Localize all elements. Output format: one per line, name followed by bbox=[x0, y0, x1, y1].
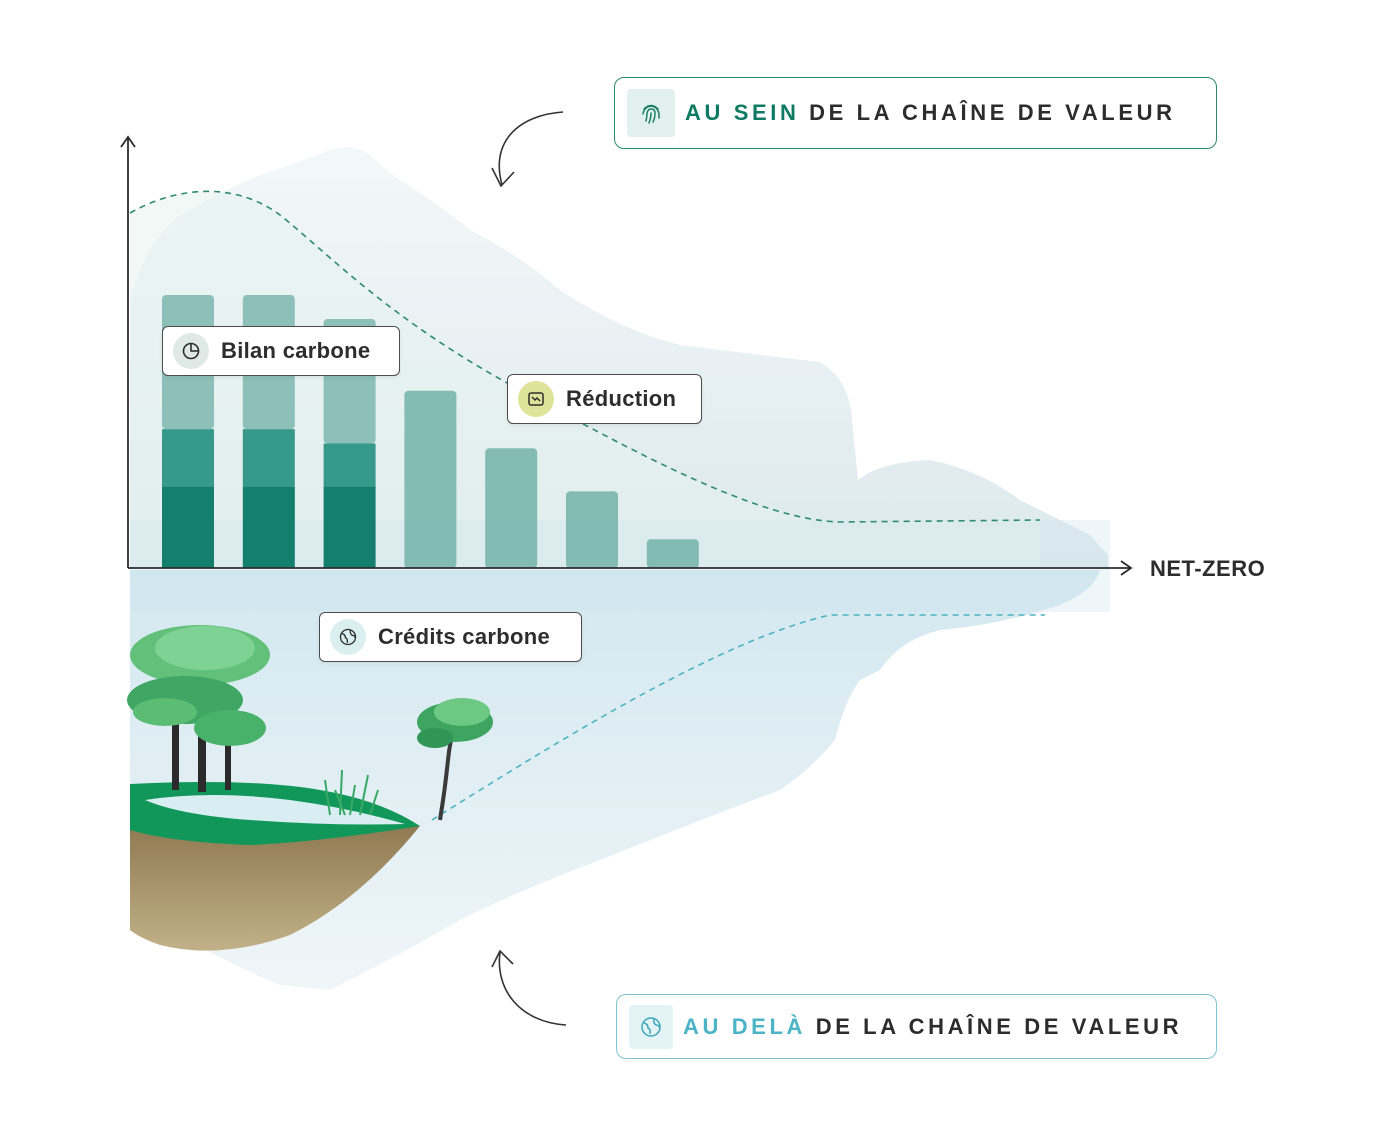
badge-bottom-text: AU DELÀ DE LA CHAÎNE DE VALEUR bbox=[683, 1013, 1183, 1039]
carbon-footprint-text: Bilan carbone bbox=[221, 338, 371, 363]
fingerprint-icon bbox=[627, 89, 675, 137]
bar-7-segment-3 bbox=[646, 539, 699, 568]
soil bbox=[130, 826, 420, 951]
iceberg-bottom bbox=[130, 570, 1100, 990]
trend-down-icon bbox=[518, 381, 554, 417]
x-axis-arrow bbox=[1120, 560, 1133, 576]
credits-curve bbox=[431, 614, 1045, 821]
axes bbox=[120, 135, 1133, 576]
bar-2-segment-2 bbox=[242, 429, 295, 487]
bar-4-segment-3 bbox=[404, 390, 457, 568]
emissions-curve bbox=[129, 190, 1041, 523]
tree-group bbox=[127, 625, 270, 792]
badge-top-text: AU SEIN DE LA CHAÎNE DE VALEUR bbox=[685, 100, 1176, 125]
reeds bbox=[324, 769, 379, 816]
beyond-value-chain-badge: AU DELÀ DE LA CHAÎNE DE VALEUR bbox=[616, 994, 1217, 1059]
globe-icon bbox=[330, 619, 366, 655]
landscape-illustration bbox=[127, 625, 493, 951]
bar-3-segment-2 bbox=[323, 443, 376, 487]
carbon-credits-text: Crédits carbone bbox=[378, 624, 550, 649]
arrow-bottom bbox=[498, 951, 567, 1026]
arrows bbox=[491, 111, 567, 1026]
bar-1-segment-2 bbox=[162, 429, 214, 487]
within-value-chain-badge: AU SEIN DE LA CHAÎNE DE VALEUR bbox=[614, 77, 1217, 149]
bar-2-segment-1 bbox=[242, 486, 295, 568]
carbon-footprint-label: Bilan carbone bbox=[162, 326, 400, 376]
reduction-label: Réduction bbox=[507, 374, 702, 424]
bar-3-segment-1 bbox=[323, 486, 376, 568]
y-axis-arrow bbox=[120, 135, 136, 148]
arrow-top-head bbox=[491, 167, 515, 188]
carbon-credits-label: Crédits carbone bbox=[319, 612, 582, 662]
young-tree bbox=[417, 698, 493, 821]
reduction-text: Réduction bbox=[566, 386, 677, 411]
pie-chart-icon bbox=[173, 333, 209, 369]
arrow-bottom-head bbox=[491, 949, 514, 968]
bar-6-segment-3 bbox=[566, 491, 618, 568]
pond bbox=[145, 795, 405, 825]
bar-5-segment-3 bbox=[485, 448, 538, 568]
globe-icon bbox=[629, 1004, 673, 1049]
net-zero-axis-label: NET-ZERO bbox=[1150, 556, 1266, 581]
bar-1-segment-1 bbox=[162, 486, 214, 568]
arrow-top bbox=[498, 111, 564, 186]
